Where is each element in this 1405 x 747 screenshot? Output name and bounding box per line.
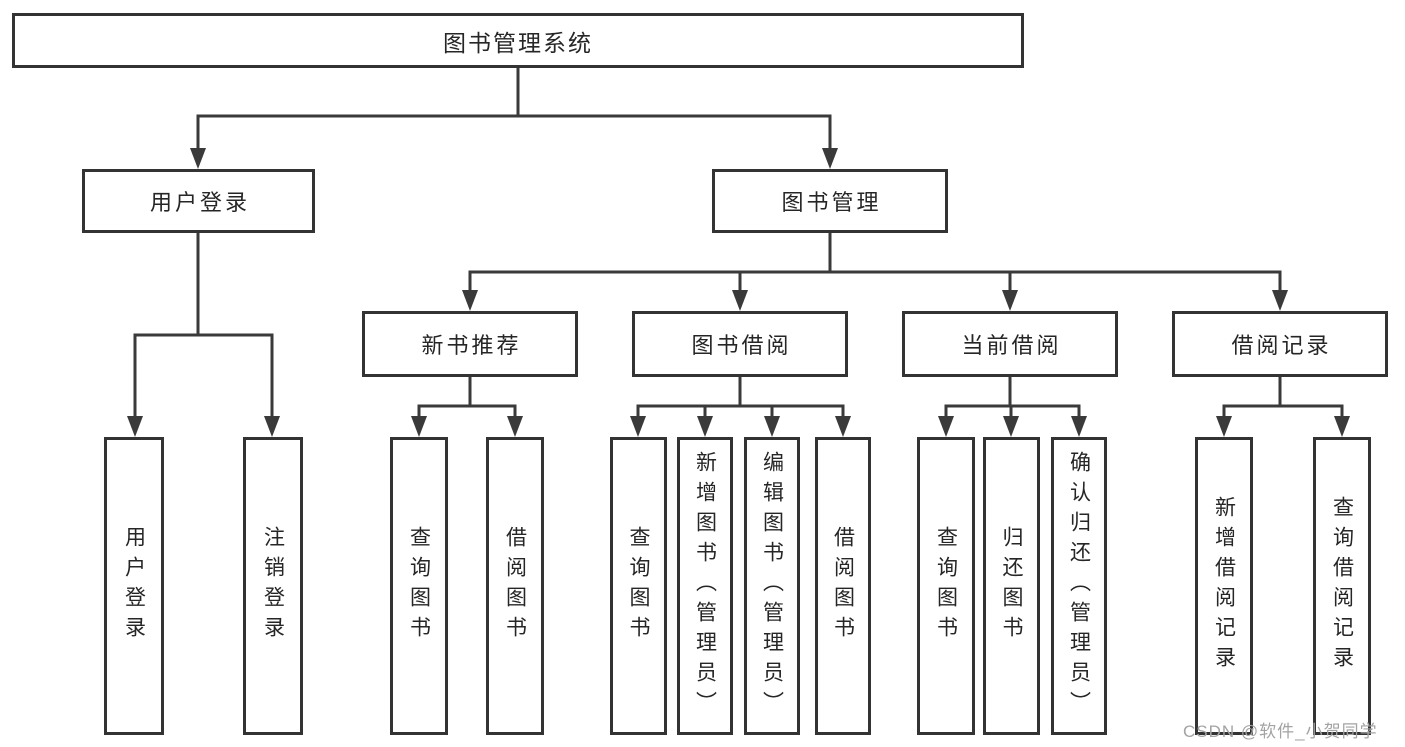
leaf-bb-query-books: 查询图书	[610, 437, 667, 735]
leaf-logout: 注销登录	[243, 437, 303, 735]
node-new-book-recommend: 新书推荐	[362, 311, 578, 377]
connector-book-management	[468, 233, 1282, 291]
node-borrow-records: 借阅记录	[1172, 311, 1388, 377]
node-label: 编辑图书（管理员）	[760, 451, 784, 721]
node-library-management-system: 图书管理系统	[12, 13, 1024, 68]
node-label: 图书管理	[781, 190, 882, 215]
leaf-nb-borrow-books: 借阅图书	[486, 437, 544, 735]
node-label: 图书借阅	[691, 333, 792, 358]
node-label: 新增借阅记录	[1212, 496, 1236, 676]
node-label: 归还图书	[1000, 526, 1023, 646]
leaf-bb-add-books-admin: 新增图书（管理员）	[677, 437, 733, 735]
node-book-borrow: 图书借阅	[632, 311, 848, 377]
node-label: 用户登录	[149, 190, 250, 215]
node-book-management: 图书管理	[712, 169, 948, 233]
node-label: 借阅图书	[831, 526, 855, 646]
connector-book-borrow	[636, 377, 845, 417]
leaf-bb-edit-books-admin: 编辑图书（管理员）	[744, 437, 800, 735]
leaf-cb-return-books: 归还图书	[983, 437, 1040, 735]
node-label: 新增图书（管理员）	[693, 451, 717, 721]
node-label: 查询图书	[934, 526, 958, 646]
leaf-cb-query-books: 查询图书	[917, 437, 975, 735]
leaf-br-query-record: 查询借阅记录	[1313, 437, 1371, 735]
connector-current-borrow	[944, 377, 1081, 417]
node-label: 借阅记录	[1231, 333, 1332, 358]
node-label: 查询图书	[407, 526, 431, 646]
leaf-user-login: 用户登录	[104, 437, 164, 735]
node-label: 当前借阅	[961, 333, 1062, 358]
node-label: 用户登录	[122, 526, 146, 646]
node-label: 查询图书	[627, 526, 650, 646]
leaf-nb-query-books: 查询图书	[390, 437, 448, 735]
node-label: 借阅图书	[503, 526, 527, 646]
leaf-bb-borrow-books: 借阅图书	[815, 437, 871, 735]
leaf-cb-confirm-return-admin: 确认归还（管理员）	[1051, 437, 1107, 735]
node-label: 确认归还（管理员）	[1067, 451, 1091, 721]
node-user-login: 用户登录	[82, 169, 315, 233]
arrowheads	[127, 148, 1350, 437]
node-label: 新书推荐	[421, 333, 522, 358]
node-label: 注销登录	[261, 526, 285, 646]
csdn-watermark: CSDN @软件_小贺同学	[1183, 722, 1378, 741]
node-label: 查询借阅记录	[1330, 496, 1354, 676]
connector-user-login	[133, 233, 274, 416]
connector-borrow-records	[1222, 377, 1344, 417]
connector-root	[196, 68, 832, 148]
connector-new-book-recommend	[417, 377, 517, 417]
leaf-br-add-record: 新增借阅记录	[1195, 437, 1253, 735]
node-label: 图书管理系统	[443, 29, 593, 56]
node-current-borrow: 当前借阅	[902, 311, 1118, 377]
